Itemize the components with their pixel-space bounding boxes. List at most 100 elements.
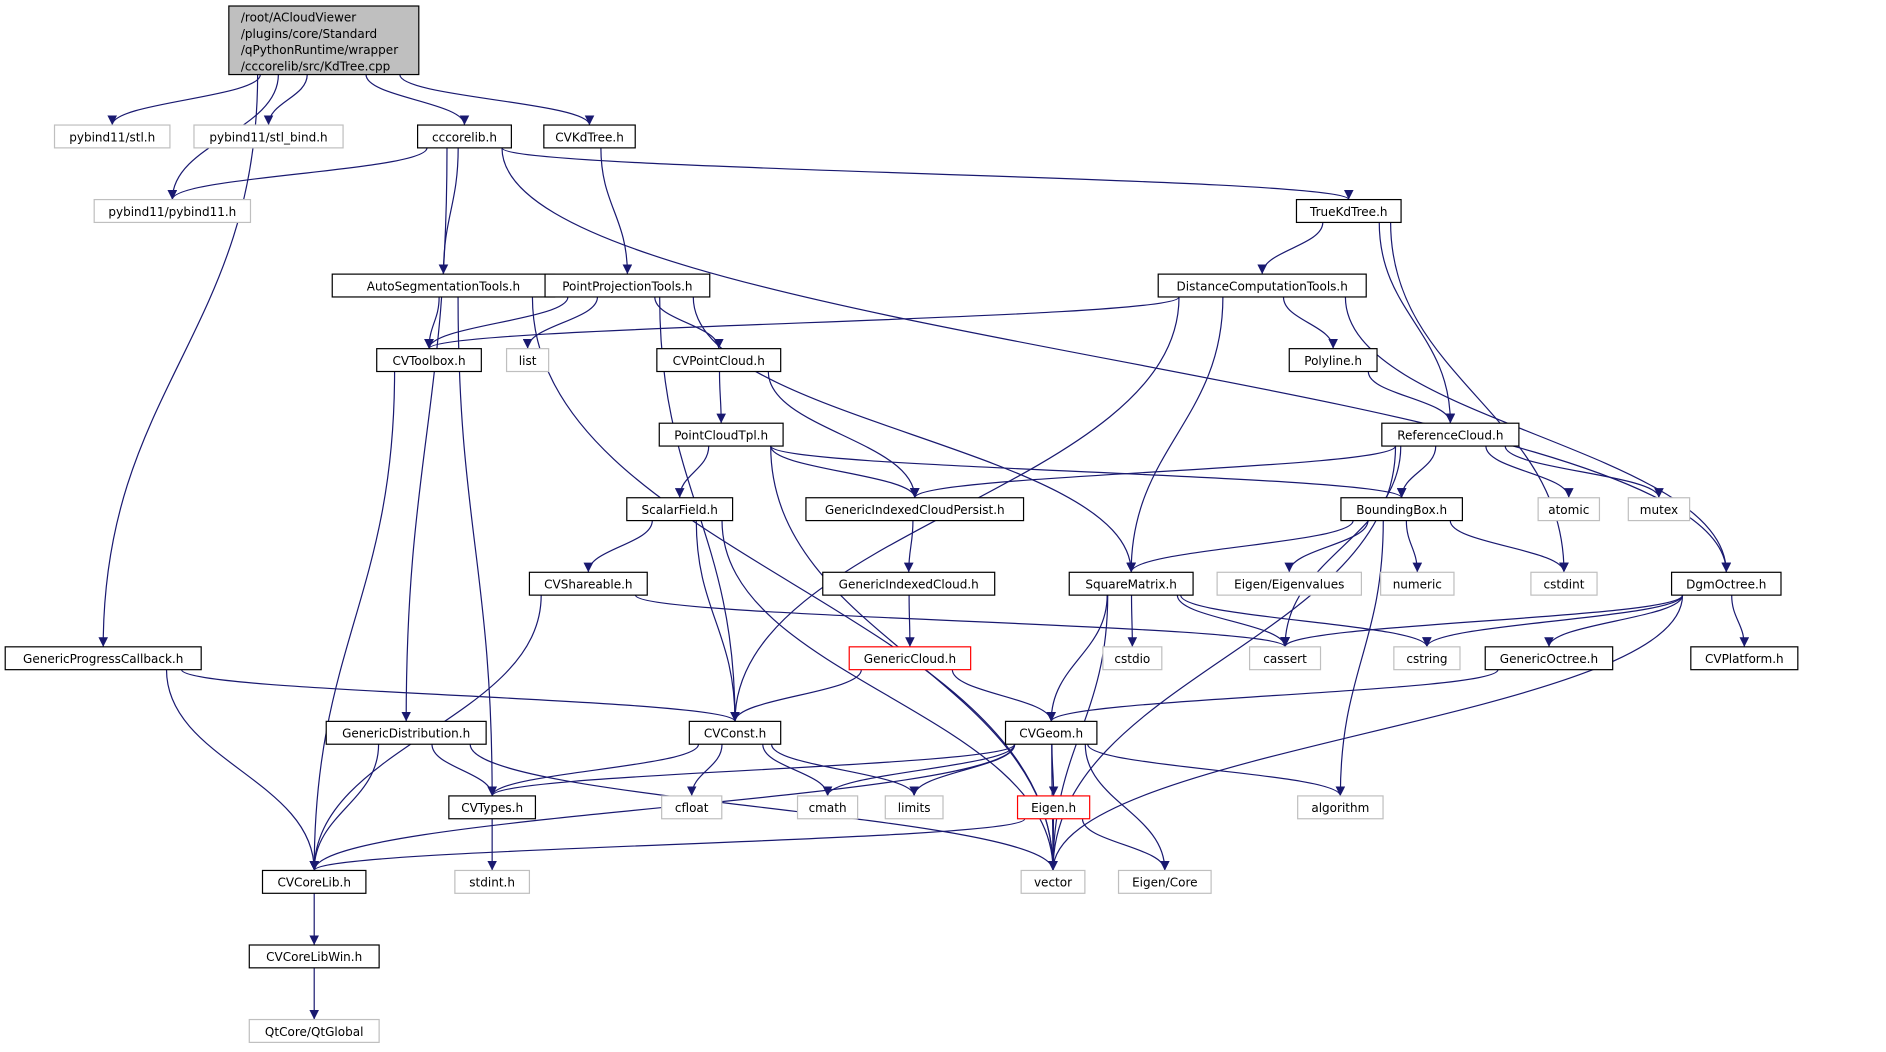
- node-box: [658, 422, 784, 447]
- edge-gpc-to-corelib: [165, 669, 319, 871]
- node-label: CVCoreLib.h: [277, 876, 351, 890]
- node-box: [626, 497, 734, 522]
- node-label: cfloat: [675, 801, 709, 815]
- node-scalar[interactable]: ScalarField.h: [626, 497, 734, 522]
- edge-gicp-to-gic: [903, 520, 914, 573]
- node-gcloud[interactable]: GenericCloud.h: [848, 646, 972, 671]
- node-atomic[interactable]: atomic: [1537, 497, 1601, 522]
- node-limits[interactable]: limits: [884, 795, 944, 820]
- node-corelibwin[interactable]: CVCoreLibWin.h: [248, 944, 380, 969]
- node-polyline[interactable]: Polyline.h: [1288, 348, 1378, 373]
- node-cvconst[interactable]: CVConst.h: [688, 720, 782, 745]
- node-box: [1157, 273, 1367, 298]
- node-autoseg[interactable]: AutoSegmentationTools.h: [331, 273, 556, 298]
- node-stdint[interactable]: stdint.h: [454, 869, 531, 894]
- node-gdist[interactable]: GenericDistribution.h: [325, 720, 487, 745]
- node-sqmat[interactable]: SquareMatrix.h: [1068, 571, 1194, 596]
- edge-cccorelib-to-dgm: [501, 147, 1732, 573]
- node-cvkdtree[interactable]: CVKdTree.h: [543, 124, 636, 149]
- node-box: [822, 571, 996, 596]
- edge-gcloud-to-cvgeom: [951, 669, 1056, 722]
- node-bbox[interactable]: BoundingBox.h: [1340, 497, 1463, 522]
- node-refcloud[interactable]: ReferenceCloud.h: [1381, 422, 1520, 447]
- node-corelib[interactable]: CVCoreLib.h: [261, 869, 367, 894]
- edge-cvgeom-to-cmath: [822, 744, 1016, 797]
- node-algorithm[interactable]: algorithm: [1297, 795, 1384, 820]
- edge-cvconst-to-cvtypes: [487, 743, 700, 797]
- node-mutex[interactable]: mutex: [1627, 497, 1691, 522]
- node-box: [884, 795, 944, 820]
- edge-cvconst-to-limits: [770, 744, 919, 797]
- node-label: CVKdTree.h: [555, 130, 624, 144]
- edge-pctpl-to-gicp: [770, 445, 920, 498]
- node-label: QtCore/QtGlobal: [265, 1025, 364, 1039]
- node-cstdio[interactable]: cstdio: [1102, 646, 1163, 671]
- node-gic[interactable]: GenericIndexedCloud.h: [822, 571, 996, 596]
- node-eigvals[interactable]: Eigen/Eigenvalues: [1216, 571, 1362, 596]
- node-stlbind[interactable]: pybind11/stl_bind.h: [193, 124, 344, 149]
- node-vector[interactable]: vector: [1020, 869, 1086, 894]
- edge-gdist-to-corelib: [309, 744, 380, 871]
- node-box: [261, 869, 367, 894]
- node-gicp[interactable]: GenericIndexedCloudPersist.h: [805, 497, 1025, 522]
- node-cccorelib[interactable]: cccorelib.h: [417, 124, 512, 149]
- node-root[interactable]: /root/ACloudViewer/plugins/core/Standard…: [228, 5, 420, 76]
- node-label: atomic: [1548, 503, 1589, 517]
- node-label: cstdint: [1544, 578, 1585, 592]
- node-label: GenericOctree.h: [1500, 652, 1598, 666]
- node-cvgeom[interactable]: CVGeom.h: [1004, 720, 1098, 745]
- node-box: [448, 795, 537, 820]
- node-label: CVPlatform.h: [1705, 652, 1784, 666]
- node-label: cstdio: [1114, 652, 1150, 666]
- node-label: cccorelib.h: [432, 130, 497, 144]
- node-box: [1117, 869, 1212, 894]
- edge-sqmat-to-cassert: [1176, 594, 1290, 647]
- node-qtglobal[interactable]: QtCore/QtGlobal: [248, 1018, 380, 1043]
- edge-root-to-gpc: [98, 74, 259, 647]
- node-eigcore[interactable]: Eigen/Core: [1117, 869, 1212, 894]
- edge-scalar-to-cvconst: [695, 520, 740, 722]
- node-cvtypes[interactable]: CVTypes.h: [448, 795, 537, 820]
- node-shareable[interactable]: CVShareable.h: [528, 571, 648, 596]
- edge-gpc-to-cvconst: [180, 669, 740, 722]
- node-goct[interactable]: GenericOctree.h: [1484, 646, 1614, 671]
- node-box: [1690, 646, 1799, 671]
- edge-cvpc-to-pctpl: [716, 371, 726, 424]
- node-cstring[interactable]: cstring: [1393, 646, 1461, 671]
- node-box: [1295, 198, 1402, 224]
- node-platform[interactable]: CVPlatform.h: [1690, 646, 1799, 671]
- node-numeric[interactable]: numeric: [1380, 571, 1455, 596]
- edge-pointproj-to-list: [522, 296, 599, 349]
- node-truekd[interactable]: TrueKdTree.h: [1295, 198, 1402, 224]
- node-dgm[interactable]: DgmOctree.h: [1670, 571, 1782, 596]
- edge-eigenh-to-corelib: [309, 818, 1026, 871]
- edge-pointproj-to-cvpc: [654, 296, 724, 349]
- edge-gdist-to-cvtypes: [431, 744, 497, 796]
- node-box: [1068, 571, 1194, 596]
- edge-refcloud-to-bbox: [1396, 446, 1437, 498]
- node-eigenh[interactable]: Eigen.h: [1016, 795, 1091, 820]
- node-distcomp[interactable]: DistanceComputationTools.h: [1157, 273, 1367, 298]
- node-gpc[interactable]: GenericProgressCallback.h: [4, 646, 202, 671]
- node-pointproj[interactable]: PointProjectionTools.h: [544, 273, 711, 298]
- node-pybind[interactable]: pybind11/pybind11.h: [93, 198, 252, 224]
- edge-distcomp-to-toolbox: [424, 296, 1180, 350]
- node-toolbox[interactable]: CVToolbox.h: [376, 348, 482, 373]
- node-label: pybind11/stl.h: [69, 130, 155, 144]
- node-list[interactable]: list: [505, 348, 550, 373]
- edge-distcomp-to-polyline: [1282, 296, 1338, 349]
- node-cmath[interactable]: cmath: [796, 795, 859, 820]
- edge-bbox-to-sqmat: [1126, 520, 1354, 573]
- node-cassert[interactable]: cassert: [1248, 646, 1322, 671]
- node-label: numeric: [1393, 578, 1442, 592]
- node-label: CVTypes.h: [461, 801, 523, 815]
- node-stl[interactable]: pybind11/stl.h: [53, 124, 171, 149]
- node-box: [325, 720, 487, 745]
- edge-root-to-stlbind: [263, 74, 308, 126]
- node-pctpl[interactable]: PointCloudTpl.h: [658, 422, 784, 447]
- node-cstdint[interactable]: cstdint: [1530, 571, 1598, 596]
- node-box: [1102, 646, 1163, 671]
- node-cvpc[interactable]: CVPointCloud.h: [656, 348, 782, 373]
- node-cfloat[interactable]: cfloat: [661, 795, 723, 820]
